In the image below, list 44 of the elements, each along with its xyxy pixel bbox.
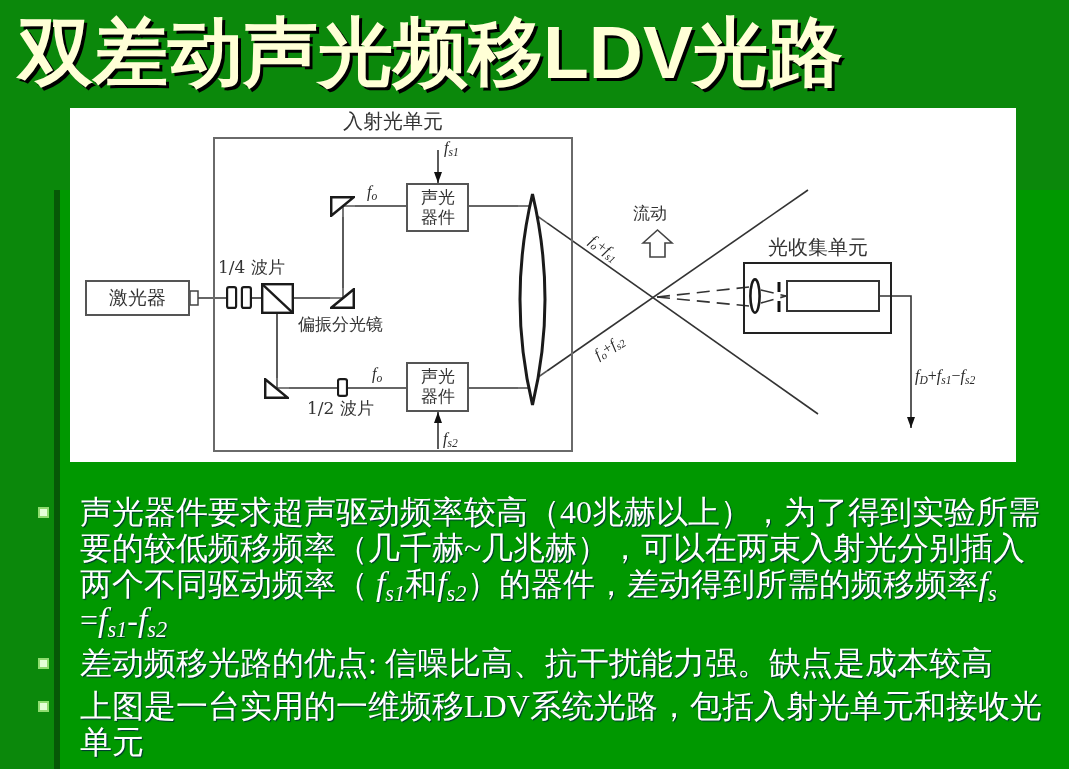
part-label: 1/4 波片 [218, 258, 285, 278]
light-beam [546, 222, 819, 415]
part-label: 1/2 波片 [307, 399, 374, 419]
edge-label: f$_{s1}$ [444, 139, 459, 157]
bullet-text: 差动频移光路的优点: 信噪比高、抗干扰能力强。缺点是成本较高 [80, 645, 994, 681]
edge-label: f$_{s2}$ [443, 430, 458, 448]
edge-label: f$_{o}$ [367, 183, 378, 201]
edge-label: f$_{D}$+f$_{s1}$−f$_{s2}$ [915, 367, 976, 385]
slide-title: 双差动声光频移LDV光路 [18, 9, 843, 96]
light-beam [251, 297, 262, 299]
dashed-beam [760, 289, 787, 297]
wave-plate [226, 286, 252, 309]
arrow [879, 295, 915, 429]
light-beam [468, 205, 519, 207]
light-beam [546, 189, 809, 372]
lens [749, 278, 761, 314]
unit-heading: 光收集单元 [767, 236, 868, 259]
wave-plate [337, 378, 348, 397]
light-beam [293, 297, 331, 299]
dashed-beam [656, 296, 750, 307]
modulator-box: 声光器件 [406, 362, 469, 412]
modulator-box: 声光器件 [406, 183, 469, 232]
beam-splitter [261, 283, 294, 314]
bullet-text: 声光器件要求超声驱动频率较高（40兆赫以上），为了得到实验所需要的较低频移频率（几千赫~几兆赫），可以在两束入射光分别插入两个不同驱动频率（ f$_{s1}$和f$_{s2}$）的器件，差动得到所需的频移频率f$_{s}$ =f$_{s1}$-f$_{s2}$ [80, 494, 1041, 638]
prism [330, 288, 355, 309]
light-beam [288, 387, 338, 389]
lens [518, 193, 547, 406]
arrow [434, 411, 442, 450]
dashed-beam [760, 295, 787, 304]
light-beam [342, 216, 344, 289]
arrow [434, 149, 442, 184]
prism [264, 378, 289, 399]
prism [330, 196, 355, 217]
light-beam [276, 313, 278, 379]
edge-label: f$_{o}$ [372, 365, 383, 383]
detector-box [786, 280, 880, 312]
bullet-text: 上图是一台实用的一维频移LDV系统光路，包括入射光单元和接收光单元 [80, 688, 1043, 760]
flow-label: 流动 [633, 204, 667, 224]
part-label: 偏振分光镜 [298, 315, 383, 335]
laser-box: 激光器 [85, 280, 190, 316]
unit-heading: 入射光单元 [343, 110, 443, 133]
light-beam [468, 387, 519, 389]
light-beam [347, 387, 407, 389]
light-beam [354, 205, 407, 207]
